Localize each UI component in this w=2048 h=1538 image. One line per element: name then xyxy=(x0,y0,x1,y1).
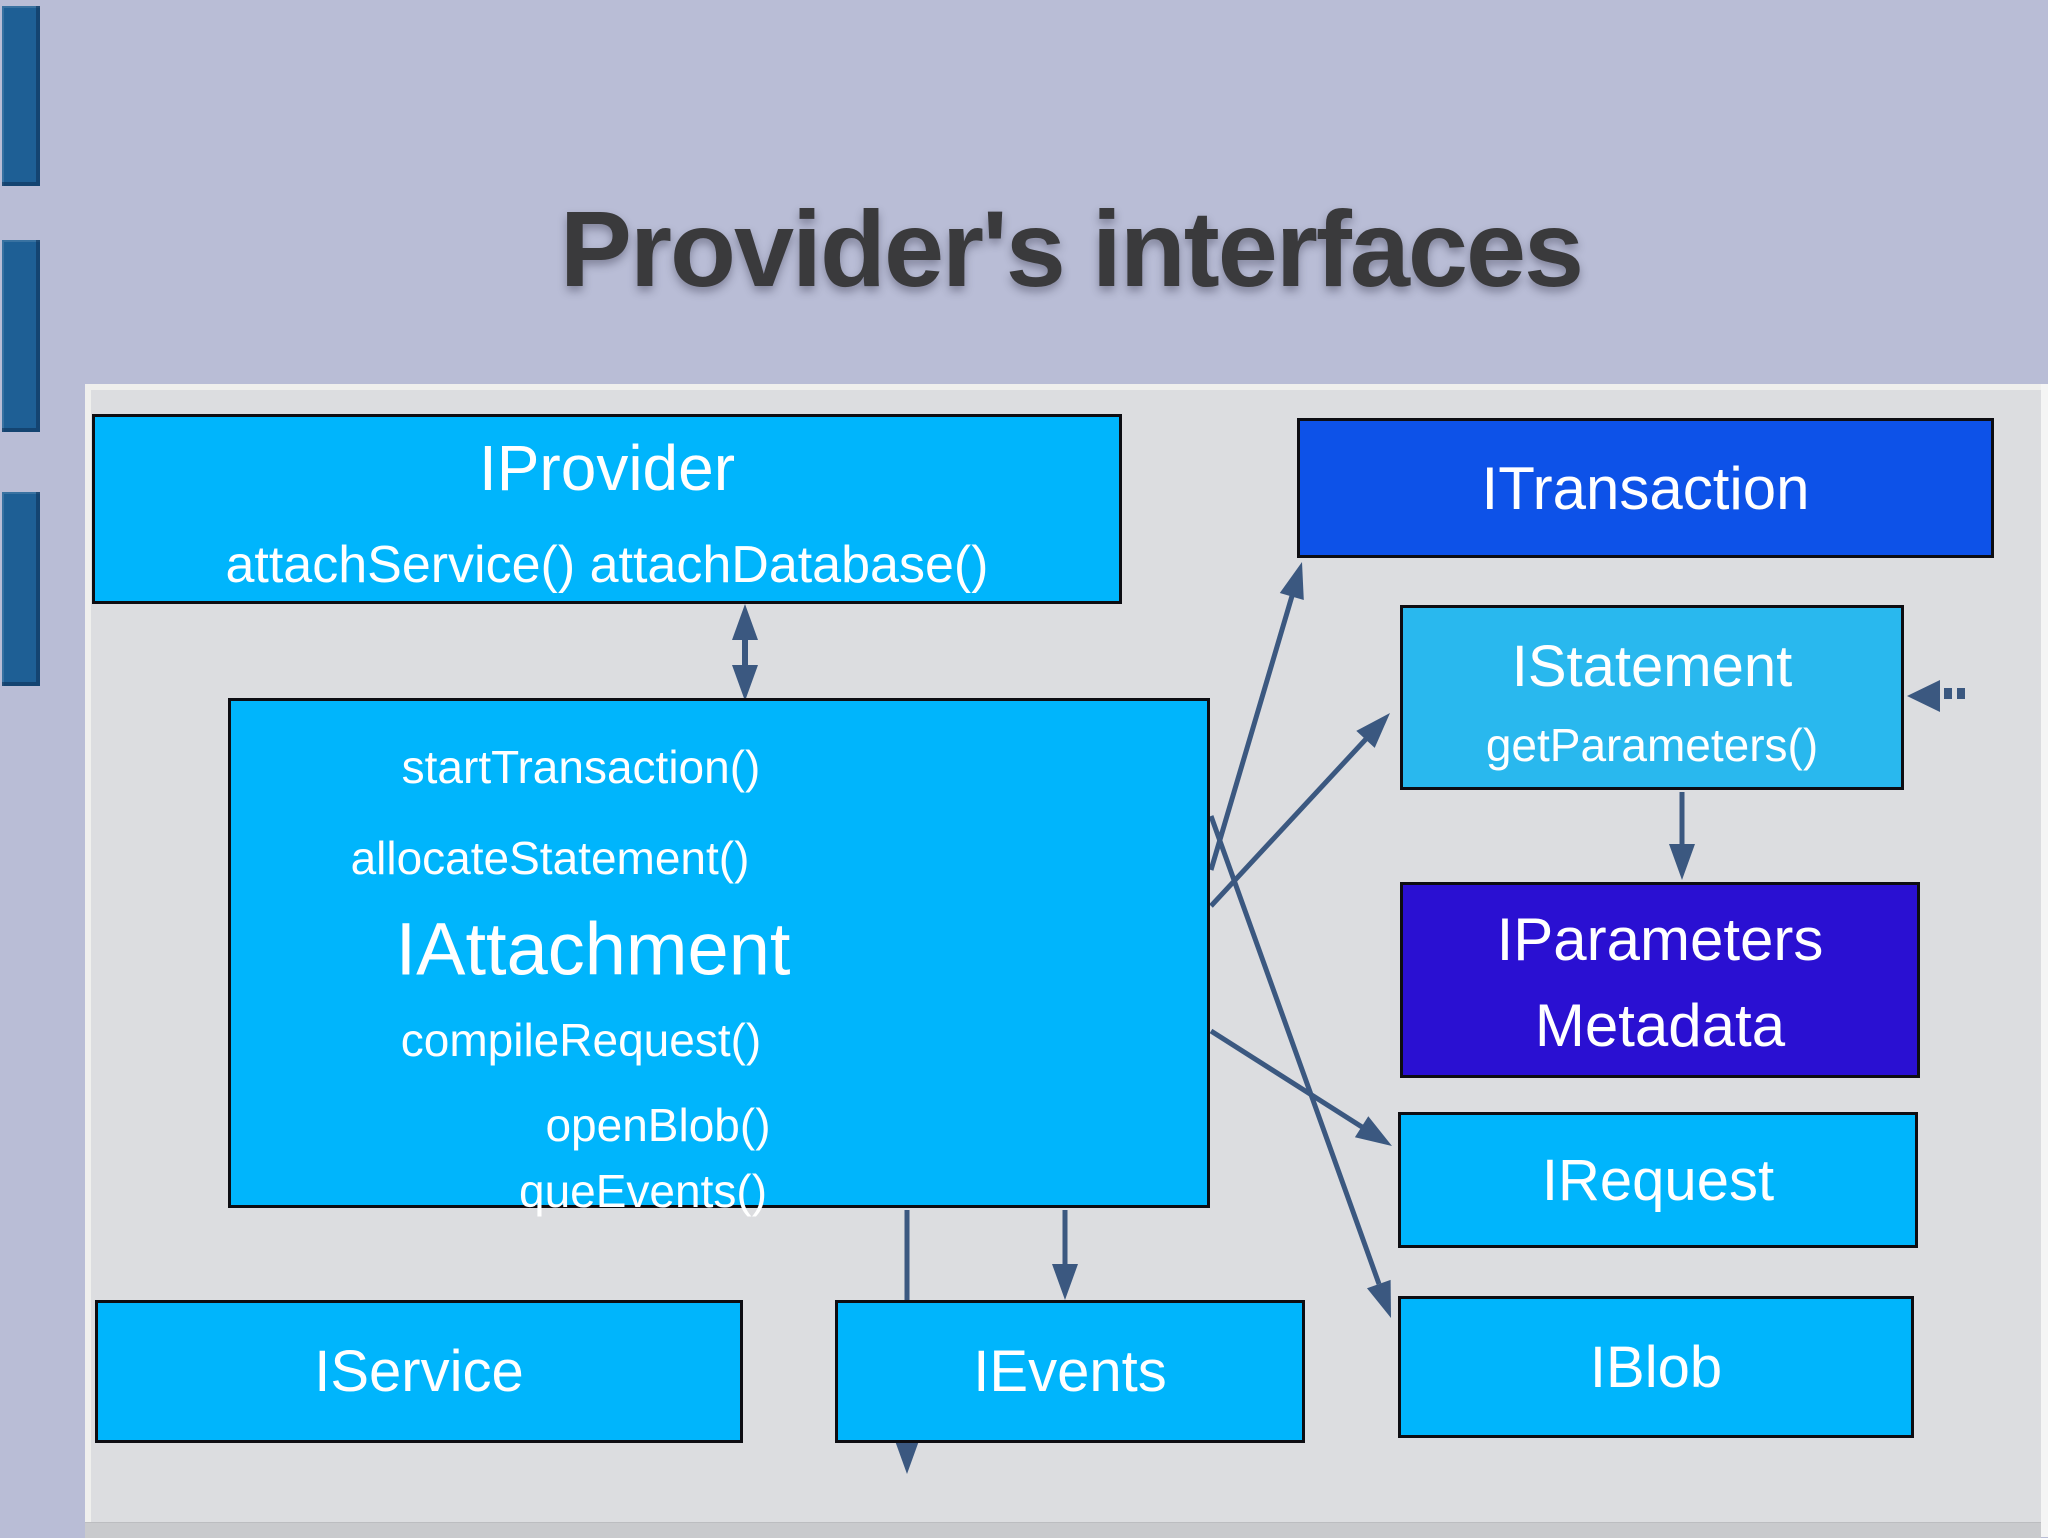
arrow-into-statement-icon xyxy=(1907,680,1965,712)
istatement-label: IStatement xyxy=(1511,634,1793,699)
box-iattachment: startTransaction() allocateStatement() I… xyxy=(228,698,1210,1217)
irequest-label: IRequest xyxy=(1541,1147,1775,1213)
sidebar-accent-bar-1 xyxy=(2,6,40,186)
box-iservice: IService xyxy=(95,1300,743,1443)
panel-bottom-edge xyxy=(85,1522,2041,1538)
arrow-attachment-events xyxy=(1052,1210,1078,1300)
sidebar-accent-bar-2 xyxy=(2,240,40,432)
arrow-attachment-blob xyxy=(1208,815,1391,1318)
box-ievents: IEvents xyxy=(835,1300,1305,1443)
box-iblob: IBlob xyxy=(1398,1296,1914,1438)
arrow-provider-attachment xyxy=(732,604,758,701)
iattachment-method: compileRequest() xyxy=(400,1014,762,1066)
iattachment-method: openBlob() xyxy=(545,1099,771,1151)
arrow-attachment-transaction xyxy=(1208,562,1304,871)
iparameters-label-line2: Metadata xyxy=(1534,992,1786,1059)
iprovider-methods: attachService() attachDatabase() xyxy=(225,536,989,594)
sidebar-accent-bar-3 xyxy=(2,492,40,686)
iprovider-label: IProvider xyxy=(478,432,736,504)
iattachment-label: IAttachment xyxy=(395,907,791,991)
box-iprovider: IProvider attachService() attachDatabase… xyxy=(92,414,1122,604)
iattachment-method: allocateStatement() xyxy=(350,832,750,884)
ievents-label: IEvents xyxy=(973,1339,1167,1404)
iblob-label: IBlob xyxy=(1589,1334,1723,1400)
iattachment-method: startTransaction() xyxy=(401,741,761,793)
box-istatement: IStatement getParameters() xyxy=(1400,605,1904,790)
arrow-attachment-statement xyxy=(1209,713,1390,908)
iattachment-method: queEvents() xyxy=(518,1165,768,1217)
box-itransaction: ITransaction xyxy=(1297,418,1994,558)
iparameters-label-line1: IParameters xyxy=(1496,906,1824,973)
box-iparameters-metadata: IParameters Metadata xyxy=(1400,882,1920,1078)
iservice-label: IService xyxy=(314,1339,524,1404)
itransaction-label: ITransaction xyxy=(1481,454,1810,522)
arrow-statement-parameters xyxy=(1669,792,1695,880)
panel-right-edge xyxy=(2041,384,2048,1537)
istatement-methods: getParameters() xyxy=(1485,719,1819,771)
page-title: Provider's interfaces xyxy=(559,188,1584,309)
box-irequest: IRequest xyxy=(1398,1112,1918,1248)
arrow-attachment-request xyxy=(1209,1028,1392,1146)
